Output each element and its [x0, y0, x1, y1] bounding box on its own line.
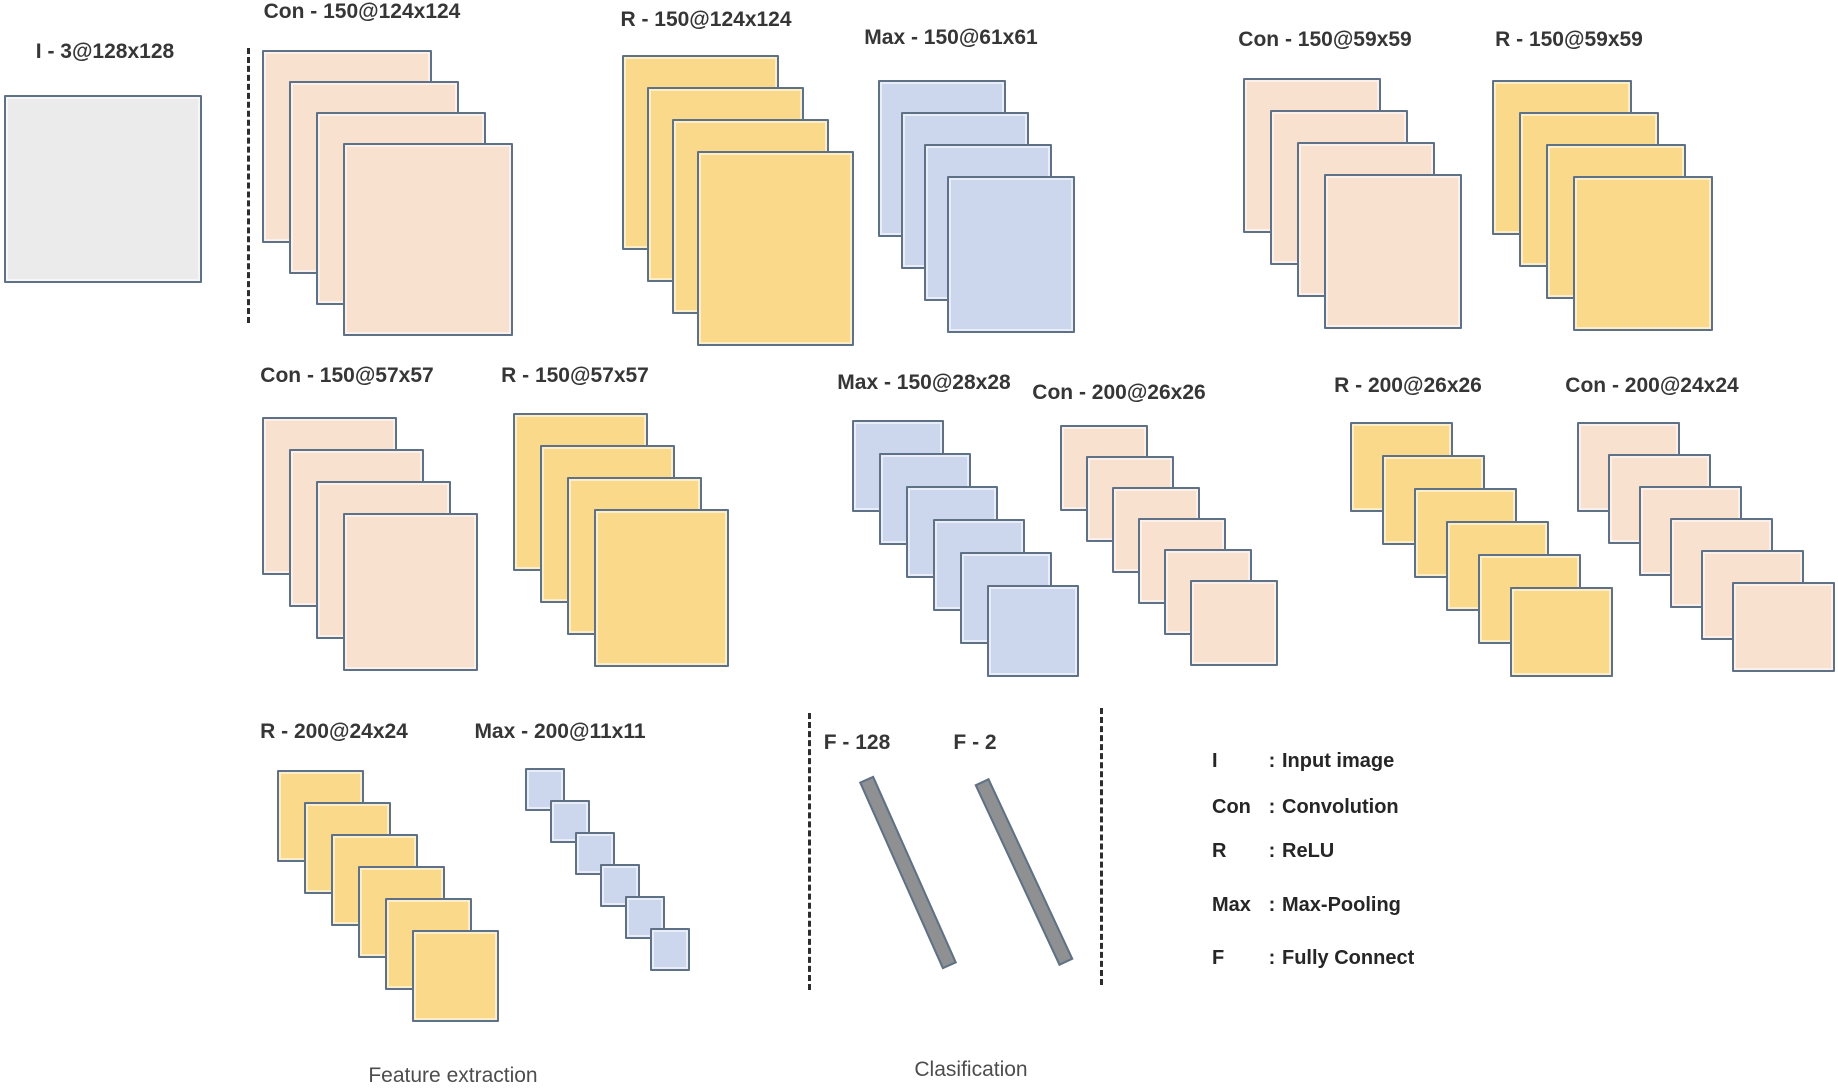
layer-label: Con - 200@26x26 [1032, 381, 1206, 404]
feature-map [1324, 174, 1462, 329]
layer-label: Con - 150@57x57 [260, 364, 434, 387]
fully-connected-bar [859, 775, 957, 970]
caption-feature-extraction: Feature extraction [368, 1064, 538, 1087]
feature-map [343, 513, 478, 671]
layer-label: R - 150@124x124 [620, 8, 792, 31]
feature-map [987, 585, 1079, 677]
legend-term: R [1212, 840, 1227, 862]
section-separator-classification-left [808, 713, 811, 990]
legend-item-maxpooling: Max : Max-Pooling [1212, 894, 1401, 917]
layer-label: F - 2 [953, 731, 997, 754]
feature-map [1573, 176, 1713, 331]
legend-item-fullyconnect: F : Fully Connect [1212, 947, 1414, 970]
feature-map [600, 864, 640, 907]
legend-desc: Input image [1282, 750, 1395, 772]
feature-map [697, 151, 854, 346]
legend-item-relu: R : ReLU [1212, 840, 1334, 863]
legend-item-convolution: Con : Convolution [1212, 796, 1399, 819]
legend-desc: ReLU [1282, 840, 1335, 862]
layer-label: R - 200@26x26 [1334, 374, 1482, 397]
legend-desc: Max-Pooling [1282, 894, 1401, 916]
section-separator-classification-right [1100, 708, 1103, 985]
legend-term: Con [1212, 796, 1251, 818]
layer-label: Max - 150@28x28 [837, 371, 1011, 394]
feature-map [650, 928, 690, 971]
legend-term: I [1212, 750, 1218, 772]
feature-map [412, 930, 499, 1022]
caption-classification: Clasification [914, 1058, 1028, 1081]
feature-map [947, 176, 1075, 333]
legend-colon: : [1268, 947, 1276, 969]
feature-map [343, 143, 513, 336]
feature-map [1190, 580, 1278, 666]
layer-label: R - 200@24x24 [260, 720, 408, 743]
layer-label: Con - 150@124x124 [263, 0, 461, 23]
layer-label: Con - 150@59x59 [1238, 28, 1412, 51]
layer-label: Max - 200@11x11 [474, 720, 646, 743]
legend-colon: : [1268, 796, 1276, 818]
legend-item-input: I : Input image [1212, 750, 1394, 773]
feature-map [594, 509, 729, 667]
layer-label: R - 150@59x59 [1495, 28, 1643, 51]
layer-label: F - 128 [823, 731, 891, 754]
legend-colon: : [1268, 750, 1276, 772]
layer-label: Max - 150@61x61 [864, 26, 1038, 49]
legend-colon: : [1268, 840, 1276, 862]
section-separator-input [247, 48, 250, 323]
layer-label: R - 150@57x57 [501, 364, 649, 387]
legend-desc: Convolution [1282, 796, 1399, 818]
legend-colon: : [1268, 894, 1276, 916]
fully-connected-bar [974, 777, 1074, 967]
layer-label: Con - 200@24x24 [1565, 374, 1739, 397]
feature-map [1732, 582, 1835, 672]
input-image-plane [4, 95, 202, 283]
legend-term: Max [1212, 894, 1251, 916]
layer-label: I - 3@128x128 [35, 40, 175, 63]
feature-map [1510, 587, 1613, 677]
legend-term: F [1212, 947, 1225, 969]
legend-desc: Fully Connect [1282, 947, 1415, 969]
